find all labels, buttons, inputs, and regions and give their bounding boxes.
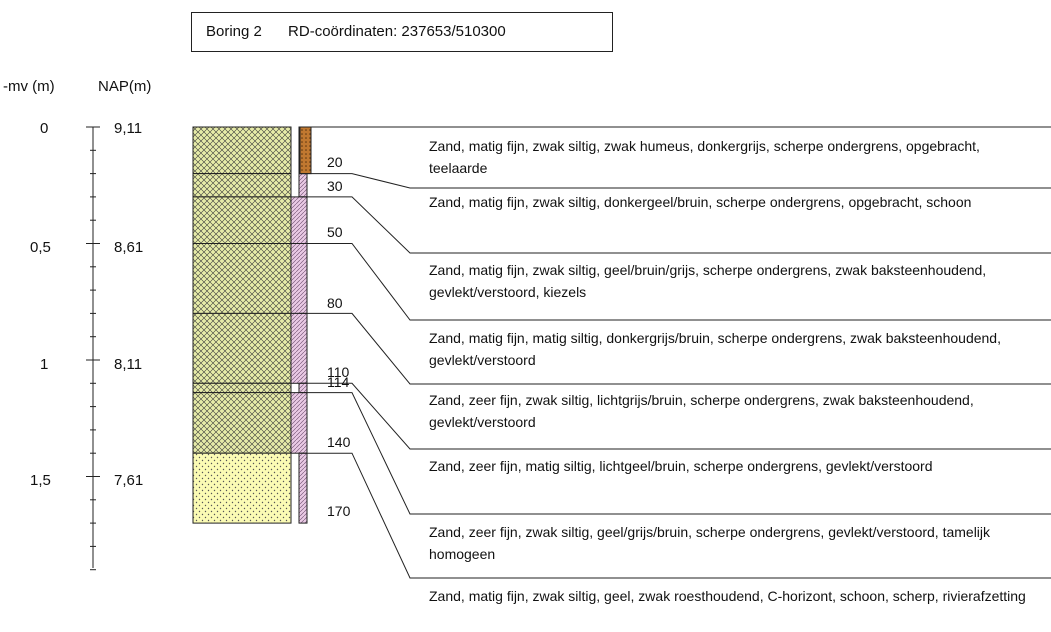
layer-depth-110: 110 xyxy=(327,364,350,380)
leader-line xyxy=(300,392,1051,515)
soil-layer-main xyxy=(192,312,292,384)
soil-layer-silt xyxy=(290,392,308,454)
mv-header: -mv (m) xyxy=(3,78,55,95)
boring-header-box: Boring 2 RD-coördinaten: 237653/510300 xyxy=(191,12,613,52)
depth-ruler xyxy=(86,126,100,571)
soil-layer-silt xyxy=(290,243,308,314)
nap-header: NAP(m) xyxy=(98,78,152,95)
layer-depth-80: 80 xyxy=(327,295,343,311)
soil-column xyxy=(192,126,312,524)
soil-layer-main xyxy=(192,173,292,198)
leader-line xyxy=(300,382,1051,450)
nap-tick-8-11: 8,11 xyxy=(114,356,143,373)
leader-line xyxy=(300,312,1051,385)
layer-description-7: Zand, zeer fijn, zwak siltig, geel/grijs… xyxy=(429,524,991,562)
soil-layer-silt xyxy=(290,196,308,244)
layer-depth-20: 20 xyxy=(327,154,343,170)
leader-line xyxy=(300,243,1051,321)
layer-depth-30: 30 xyxy=(327,178,343,194)
leader-line xyxy=(300,452,1051,579)
boring-id: Boring 2 xyxy=(206,23,262,40)
leader-line xyxy=(300,196,1051,254)
layer-description-3: Zand, matig fijn, zwak siltig, geel/brui… xyxy=(429,262,987,300)
mv-tick-0-5: 0,5 xyxy=(30,239,51,256)
boring-header-text: Boring 2 RD-coördinaten: 237653/510300 xyxy=(206,23,506,40)
nap-tick-9-11: 9,11 xyxy=(114,120,143,137)
soil-layer-silt xyxy=(298,452,308,524)
soil-layer-main xyxy=(192,243,292,314)
layer-description-8: Zand, matig fijn, zwak siltig, geel, zwa… xyxy=(429,588,1026,604)
layer-depth-114: 114 xyxy=(327,374,350,390)
soil-layer-main xyxy=(192,452,292,524)
nap-tick-8-61: 8,61 xyxy=(114,239,144,256)
leader-line xyxy=(300,173,1051,189)
soil-layer-main xyxy=(192,382,292,394)
nap-tick-7-61: 7,61 xyxy=(114,472,144,489)
layer-description-5: Zand, zeer fijn, zwak siltig, lichtgrijs… xyxy=(429,392,974,430)
layer-depth-170: 170 xyxy=(327,503,351,519)
mv-tick-1: 1 xyxy=(40,356,49,373)
mv-tick-0: 0 xyxy=(40,120,49,137)
soil-layer-humus xyxy=(299,126,312,175)
soil-layer-main xyxy=(192,126,292,175)
soil-layer-silt xyxy=(298,173,308,198)
layer-description-1: Zand, matig fijn, zwak siltig, zwak hume… xyxy=(429,138,980,176)
leader-lines xyxy=(300,126,1051,579)
mv-tick-1-5: 1,5 xyxy=(30,472,51,489)
soil-layer-silt xyxy=(290,312,308,384)
layer-depth-50: 50 xyxy=(327,224,343,240)
layer-description-2: Zand, matig fijn, zwak siltig, donkergee… xyxy=(429,194,972,210)
layer-description-6: Zand, zeer fijn, matig siltig, lichtgeel… xyxy=(429,458,933,474)
soil-layer-silt xyxy=(298,382,308,394)
layer-description-4: Zand, matig fijn, matig siltig, donkergr… xyxy=(429,330,1001,368)
soil-layer-main xyxy=(192,392,292,454)
layer-depth-140: 140 xyxy=(327,434,351,450)
rd-coordinates: RD-coördinaten: 237653/510300 xyxy=(288,23,506,40)
soil-layer-main xyxy=(192,196,292,244)
